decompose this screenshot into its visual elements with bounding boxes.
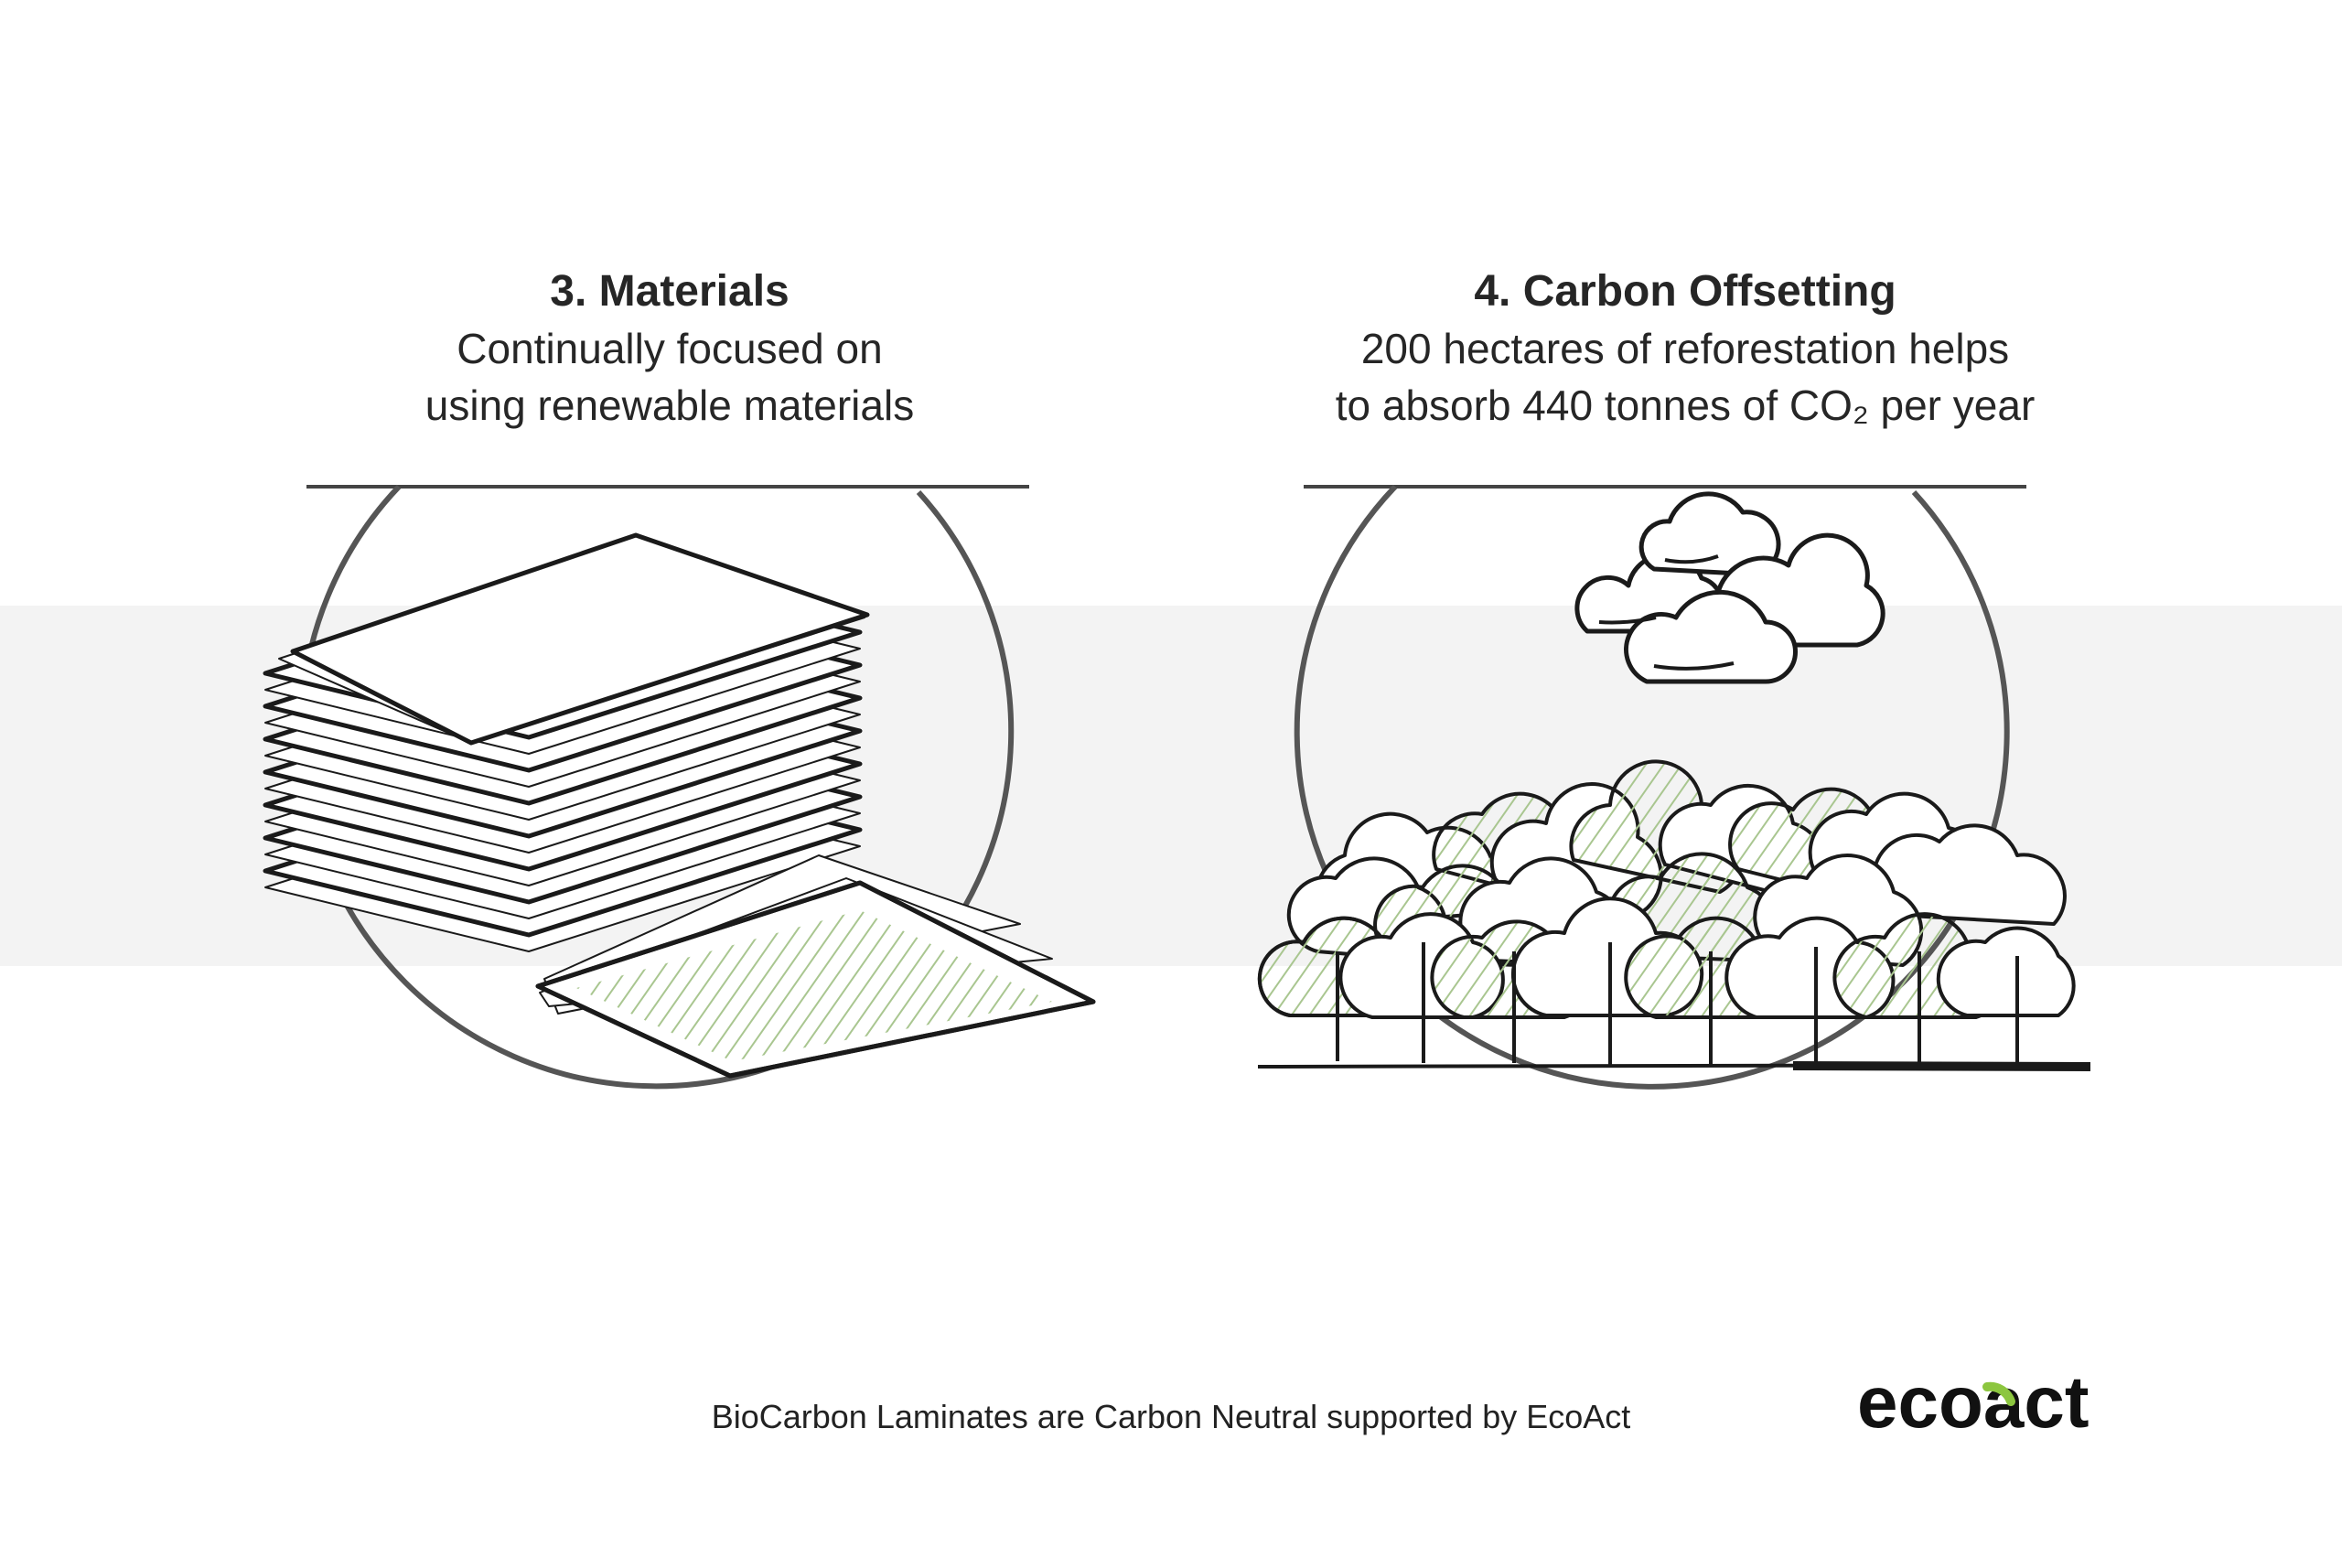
footer-text: BioCarbon Laminates are Carbon Neutral s… — [711, 1398, 1631, 1435]
materials-line-2: using renewable materials — [424, 381, 915, 429]
carbon-illustration — [1257, 484, 2091, 1090]
ecoact-logo: ecoact — [1857, 1361, 2089, 1443]
loose-sheets-icon — [535, 854, 1096, 1079]
ecoact-logo-text: ecoact — [1857, 1361, 2089, 1443]
clouds-icon — [1574, 491, 1885, 684]
materials-line-1: Continually focused on — [457, 325, 883, 372]
carbon-caption: 4. Carbon Offsetting 200 hectares of ref… — [1273, 263, 2097, 434]
ground-line-thick — [1792, 1061, 2091, 1071]
carbon-line-2: to absorb 440 tonnes of CO₂ per year — [1335, 381, 2036, 429]
carbon-line-1: 200 hectares of reforestation helps — [1360, 325, 2010, 372]
carbon-circle — [1294, 484, 2010, 1090]
materials-caption: 3. Materials Continually focused on usin… — [258, 263, 1081, 434]
laminate-stack-icon — [263, 532, 870, 952]
materials-title: 3. Materials — [550, 267, 790, 316]
carbon-title: 4. Carbon Offsetting — [1474, 267, 1896, 316]
materials-illustration — [263, 484, 1096, 1090]
logo-leaf-icon — [1982, 1381, 2015, 1406]
forest-icon — [1257, 759, 2076, 1067]
